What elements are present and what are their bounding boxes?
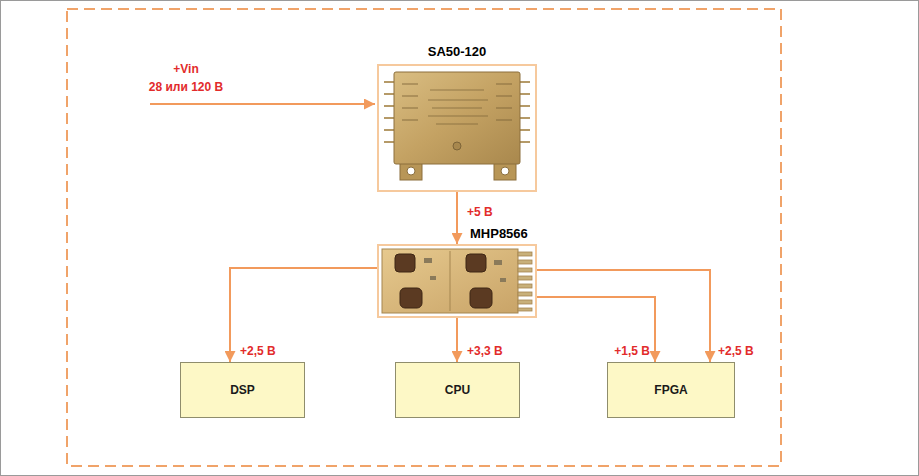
chip-name: DSP <box>230 383 255 397</box>
voltage-label: +1,5 В <box>614 344 650 359</box>
input-arrow <box>150 103 375 105</box>
chip-name: CPU <box>445 383 470 397</box>
power-connector <box>230 268 377 362</box>
voltage-label: +5 В <box>467 205 493 220</box>
chip-name: FPGA <box>654 383 687 397</box>
mhp-module-picture <box>382 249 532 313</box>
chip-box: FPGA <box>607 362 735 418</box>
input-voltage-label: +Vin <box>173 62 198 77</box>
chip-box: CPU <box>395 362 520 418</box>
power-connector <box>456 192 458 244</box>
module-box: SA50-120 <box>377 64 537 192</box>
module-name: MHP8566 <box>470 226 528 241</box>
chip-box: DSP <box>180 362 305 418</box>
voltage-label: +3,3 В <box>467 344 503 359</box>
voltage-label: +2,5 В <box>718 344 754 359</box>
board-boundary <box>67 9 781 466</box>
module-name: SA50-120 <box>428 44 487 59</box>
voltage-label: +2,5 В <box>240 344 276 359</box>
sa50-module-picture <box>384 72 530 180</box>
module-box: MHP8566 <box>377 244 537 318</box>
power-connector <box>537 297 655 362</box>
power-connector <box>456 318 458 362</box>
power-connector <box>537 270 710 362</box>
input-voltage-label: 28 или 120 В <box>149 80 223 95</box>
